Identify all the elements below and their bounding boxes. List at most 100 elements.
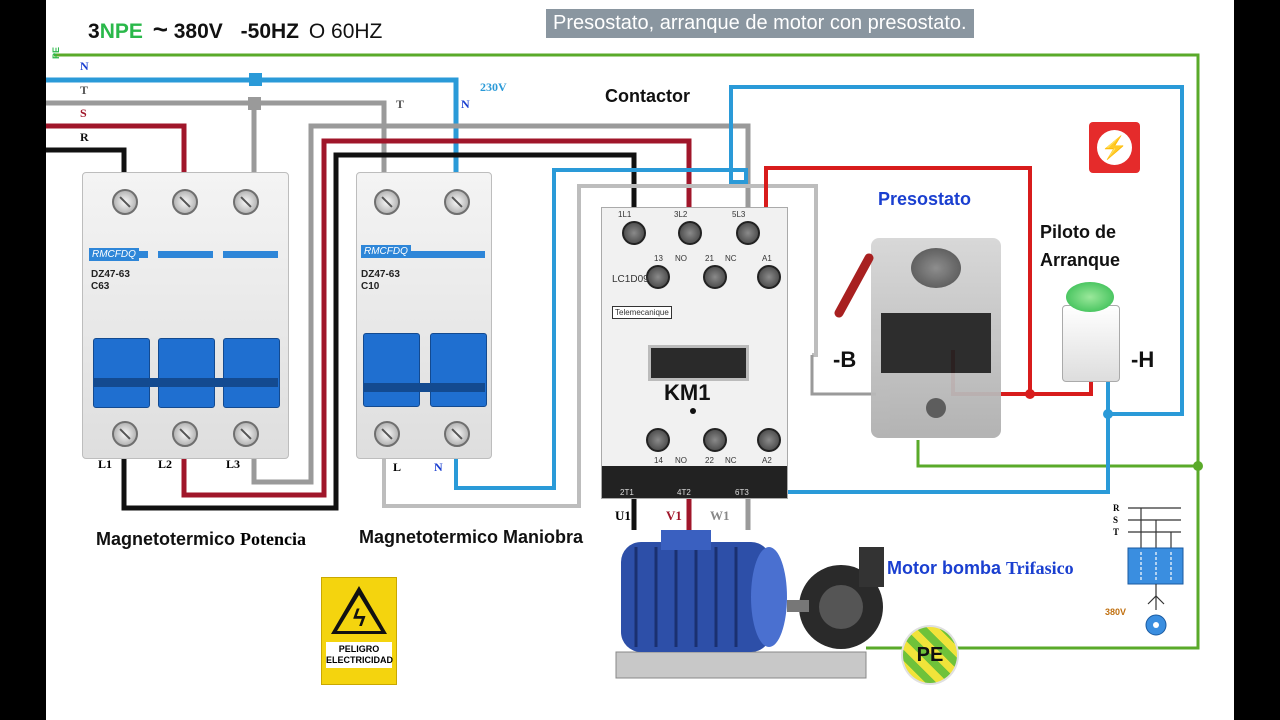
motor-v1: V1 <box>666 508 682 523</box>
aux-nc-bottom: NC <box>725 456 737 465</box>
n-line-label: N <box>80 59 89 73</box>
contactor-base <box>602 466 787 498</box>
breaker-model: DZ47-63 <box>361 269 400 280</box>
mini-schematic-icon <box>1127 507 1184 636</box>
screw-icon <box>703 428 727 452</box>
terminal-5l3: 5L3 <box>732 210 746 219</box>
motor-label-a: Motor bomba <box>887 558 1001 578</box>
terminal-4t2: 4T2 <box>677 488 691 497</box>
motor-label-b: Trifasico <box>1006 558 1074 578</box>
screw-icon <box>622 221 646 245</box>
terminal-3l2: 3L2 <box>674 210 688 219</box>
neutral-bus <box>46 77 459 180</box>
l2-output-wire <box>181 138 692 498</box>
aux-13: 13 <box>654 254 663 263</box>
screw-icon <box>444 421 470 447</box>
contactor-id: KM1 <box>664 380 711 405</box>
handle-bar <box>363 383 485 392</box>
contactor-maker: Telemecanique <box>612 306 672 319</box>
breaker-brand: RMCFDQ <box>361 245 411 258</box>
pe-line-label: PE <box>51 46 62 60</box>
control-l-wire <box>382 184 818 508</box>
contactor-window <box>648 345 749 381</box>
pilot-label-line2: Arranque <box>1040 250 1121 270</box>
screw-icon <box>112 189 138 215</box>
caption-potencia-a: Magnetotermico <box>96 529 236 549</box>
danger-sign: ϟ PELIGRO ELECTRICIDAD <box>321 577 397 685</box>
maniobra-n-label: N <box>461 97 470 111</box>
motor-w1: W1 <box>710 508 730 523</box>
supply-3: 3 <box>88 20 100 43</box>
pe-earth-badge: PE <box>901 625 959 685</box>
breaker-handle[interactable] <box>223 338 280 408</box>
danger-text: PELIGRO ELECTRICIDAD <box>326 642 393 668</box>
pressure-switch[interactable] <box>871 238 1001 438</box>
blue-strip <box>223 251 278 258</box>
pe-wire-motor-junction <box>916 440 1198 468</box>
r-phase-bus <box>46 147 127 180</box>
breaker-handle[interactable] <box>363 333 420 407</box>
aux-21: 21 <box>705 254 714 263</box>
t-phase-bus <box>46 100 257 180</box>
breaker-handle[interactable] <box>93 338 150 408</box>
screw-icon <box>757 265 781 289</box>
screw-icon <box>444 189 470 215</box>
presostato-label: Presostato <box>878 189 972 209</box>
t-line-label: T <box>80 83 89 97</box>
screw-icon <box>926 398 946 418</box>
aux-22: 22 <box>705 456 714 465</box>
terminal-l1: L1 <box>98 457 113 471</box>
breaker-handle[interactable] <box>430 333 487 407</box>
pe-badge-text: PE <box>916 643 944 666</box>
maniobra-t-label: T <box>396 97 405 111</box>
supply-npe: NPE <box>99 20 143 43</box>
screw-icon <box>374 421 400 447</box>
contactor-km1[interactable]: 1L1 3L2 5L3 13 NO 21 NC A1 LC1D09 Teleme… <box>601 207 788 499</box>
schematic-s: S <box>1113 515 1119 525</box>
contactor-model: LC1D09 <box>612 274 649 285</box>
s-line-label: S <box>80 106 87 120</box>
terminal-l2: L2 <box>158 457 173 471</box>
breaker-rating: C63 <box>91 281 110 292</box>
breaker-rating: C10 <box>361 281 380 292</box>
danger-line1: PELIGRO <box>338 644 380 654</box>
diagram-canvas: 3NPE ~ 380V -50HZ O 60HZ Presostato, arr… <box>46 0 1234 720</box>
screw-icon <box>112 421 138 447</box>
page-title: Presostato, arranque de motor con presos… <box>546 9 974 38</box>
screw-icon <box>646 428 670 452</box>
breaker-control[interactable]: RMCFDQ DZ47-63 C10 <box>356 172 492 459</box>
control-n-wire <box>454 85 1184 490</box>
schematic-r: R <box>1113 503 1120 513</box>
screw-icon <box>757 428 781 452</box>
aux-14: 14 <box>654 456 663 465</box>
l3-output-wire <box>251 123 751 485</box>
aux-a1: A1 <box>762 254 772 263</box>
pilot-lamp-icon[interactable] <box>1066 282 1114 312</box>
aux-no: NO <box>675 254 687 263</box>
motor-u1: U1 <box>615 508 631 523</box>
terminal-n: N <box>434 460 443 474</box>
pilot-feed-wire <box>1030 380 1093 396</box>
terminal-6t3: 6T3 <box>735 488 749 497</box>
lightning-icon: ϟ <box>353 605 366 632</box>
pilot-lamp-body <box>1062 305 1120 382</box>
handle-bar <box>93 378 278 387</box>
screw-icon <box>736 221 760 245</box>
voltage-230-label: 230V <box>480 80 507 94</box>
pe-wire <box>54 53 1200 650</box>
supply-voltage: 380V <box>173 20 223 43</box>
breaker-power[interactable]: RMCFDQ DZ47-63 C63 <box>82 172 289 459</box>
screw-icon <box>374 189 400 215</box>
schematic-voltage: 380V <box>1105 607 1127 617</box>
presostato-tag: -B <box>833 347 857 372</box>
aux-a2: A2 <box>762 456 772 465</box>
breaker-model: DZ47-63 <box>91 269 130 280</box>
breaker-brand: RMCFDQ <box>89 248 139 261</box>
blue-strip <box>158 251 213 258</box>
r-line-label: R <box>80 130 89 144</box>
adjust-knob-icon <box>911 248 961 288</box>
ac-tilde: ~ <box>152 14 168 44</box>
motor-pump-icon <box>615 530 884 679</box>
breaker-handle[interactable] <box>158 338 215 408</box>
caption-potencia: Magnetotermico Potencia <box>96 529 306 550</box>
